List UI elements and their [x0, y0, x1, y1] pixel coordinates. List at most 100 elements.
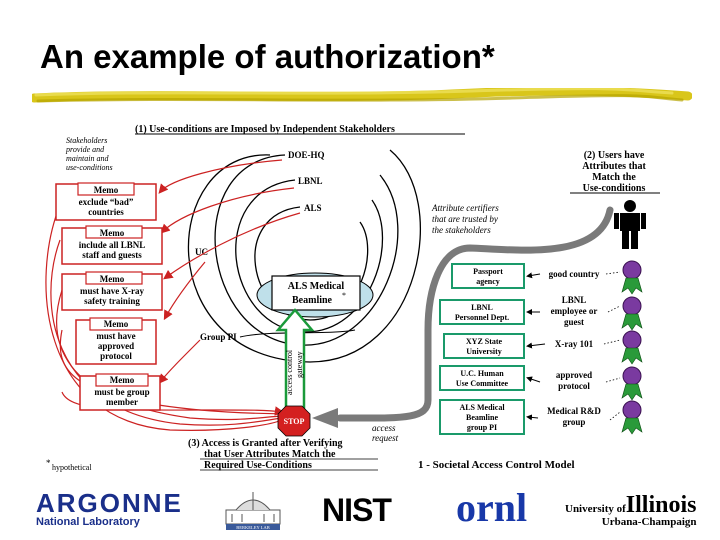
- svg-text:protocol: protocol: [558, 381, 590, 391]
- svg-text:Attributes that: Attributes that: [582, 161, 646, 172]
- heading-users-attributes: (2) Users have Attributes that Match the…: [582, 150, 646, 194]
- group-pi-label: Group PI: [200, 332, 237, 342]
- memo-box: Memo must be group member: [79, 373, 161, 411]
- svg-text:Match the: Match the: [592, 172, 636, 183]
- svg-text:protocol: protocol: [100, 351, 132, 361]
- svg-text:(2) Users have: (2) Users have: [584, 150, 645, 161]
- svg-text:group: group: [563, 417, 586, 427]
- svg-text:Memo: Memo: [100, 228, 125, 238]
- stakeholders-note: Stakeholders provide and maintain and us…: [65, 136, 113, 172]
- svg-text:Memo: Memo: [100, 274, 125, 284]
- svg-text:*: *: [342, 291, 346, 300]
- memo-arrows: [158, 159, 301, 384]
- svg-text:gateway: gateway: [295, 351, 304, 378]
- user-request-path: [336, 206, 614, 422]
- stakeholder-doe: DOE-HQ: [288, 150, 325, 160]
- argonne-logo: ARGONNE National Laboratory: [36, 488, 183, 528]
- svg-text:guest: guest: [564, 317, 584, 327]
- svg-text:LBNL: LBNL: [562, 295, 587, 305]
- svg-text:must have X-ray: must have X-ray: [80, 286, 144, 296]
- svg-text:approved: approved: [98, 341, 134, 351]
- svg-text:BERKELEY LAB: BERKELEY LAB: [236, 525, 269, 530]
- svg-text:provide and: provide and: [65, 145, 105, 154]
- svg-text:Required Use-Conditions: Required Use-Conditions: [204, 460, 312, 471]
- access-control-diagram: (1) Use-conditions are Imposed by Indepe…: [45, 124, 660, 472]
- svg-text:Beamline: Beamline: [466, 413, 498, 422]
- access-control-gateway: access control gateway: [275, 308, 315, 410]
- svg-text:ALS Medical: ALS Medical: [288, 281, 345, 292]
- svg-text:member: member: [106, 397, 138, 407]
- attribute-badge-icon: [621, 260, 643, 295]
- nist-logo: NIST: [322, 492, 392, 528]
- svg-text:Memo: Memo: [110, 375, 135, 385]
- svg-text:X-ray 101: X-ray 101: [555, 339, 594, 349]
- memo-box: Memo exclude “bad” countries: [55, 182, 157, 221]
- svg-text:that are trusted by: that are trusted by: [432, 214, 498, 224]
- berkeley-lab-logo: BERKELEY LAB: [222, 486, 284, 532]
- svg-text:XYZ State: XYZ State: [466, 337, 503, 346]
- svg-text:must have: must have: [96, 331, 135, 341]
- svg-text:University: University: [466, 347, 502, 356]
- attribute-arrows: [526, 272, 546, 421]
- svg-text:must be group: must be group: [94, 387, 149, 397]
- svg-text:access control: access control: [285, 349, 294, 395]
- medal-links: [603, 271, 621, 421]
- stakeholder-als: ALS: [304, 203, 322, 213]
- svg-text:(3) Access is Granted after Ve: (3) Access is Granted after Verifying: [188, 438, 343, 449]
- svg-text:Passport: Passport: [473, 267, 503, 276]
- title-underline-brush: [32, 88, 692, 103]
- svg-text:STOP: STOP: [284, 417, 305, 426]
- certifier-box: ALS Medical Beamline group PI: [439, 399, 525, 435]
- svg-text:group PI: group PI: [467, 423, 497, 432]
- attribute-labels: good country LBNL employee or guest X-ra…: [547, 269, 601, 427]
- stop-sign: STOP: [277, 405, 311, 437]
- heading-use-conditions: (1) Use-conditions are Imposed by Indepe…: [135, 124, 395, 135]
- svg-text:Use Committee: Use Committee: [456, 379, 509, 388]
- certifier-box: XYZ State University: [443, 333, 525, 359]
- sponsor-logos: ARGONNE National Laboratory BERKELEY LAB…: [0, 482, 720, 540]
- svg-text:good country: good country: [549, 269, 600, 279]
- ornl-logo: ornl: [456, 485, 528, 530]
- certifier-box: Passport agency: [451, 263, 525, 289]
- svg-text:ALS Medical: ALS Medical: [459, 403, 505, 412]
- certifier-box: U.C. Human Use Committee: [439, 365, 525, 391]
- svg-text:LBNL: LBNL: [471, 303, 493, 312]
- memo-box: Memo must have approved protocol: [75, 317, 157, 365]
- hypothetical-note: hypothetical: [52, 463, 92, 472]
- svg-text:staff and guests: staff and guests: [82, 250, 142, 260]
- als-medical-beamline-resource: ALS Medical Beamline *: [256, 272, 374, 318]
- certifiers-label: Attribute certifiers that are trusted by…: [431, 203, 499, 235]
- svg-text:countries: countries: [88, 207, 124, 217]
- slide-title: An example of authorization*: [40, 38, 495, 75]
- svg-text:use-conditions: use-conditions: [66, 163, 113, 172]
- svg-text:request: request: [372, 433, 399, 443]
- hypothetical-mark: *: [46, 458, 51, 468]
- svg-text:Beamline: Beamline: [292, 295, 333, 306]
- svg-text:Stakeholders: Stakeholders: [66, 136, 107, 145]
- memo-box: Memo include all LBNL staff and guests: [61, 225, 163, 265]
- memo-box: Memo must have X-ray safety training: [61, 271, 163, 311]
- svg-text:employee or: employee or: [551, 306, 598, 316]
- attribute-badge-icon: [621, 296, 643, 331]
- svg-text:maintain and: maintain and: [66, 154, 109, 163]
- svg-text:Memo: Memo: [94, 185, 119, 195]
- svg-text:approved: approved: [556, 370, 592, 380]
- svg-text:the stakeholders: the stakeholders: [432, 225, 491, 235]
- svg-text:Memo: Memo: [104, 319, 129, 329]
- illinois-logo: University ofIllinois Urbana-Champaign: [565, 492, 697, 528]
- model-caption: 1 - Societal Access Control Model: [418, 459, 575, 471]
- svg-text:include all LBNL: include all LBNL: [79, 240, 146, 250]
- svg-text:U.C. Human: U.C. Human: [460, 369, 504, 378]
- svg-text:Attribute certifiers: Attribute certifiers: [431, 203, 499, 213]
- svg-text:that User Attributes Match the: that User Attributes Match the: [204, 449, 336, 460]
- certifier-box: LBNL Personnel Dept.: [439, 299, 525, 325]
- svg-text:safety training: safety training: [84, 296, 140, 306]
- attribute-badge-icon: [621, 366, 643, 401]
- attribute-badge-icon: [621, 330, 643, 365]
- svg-text:Personnel Dept.: Personnel Dept.: [455, 313, 509, 322]
- svg-text:agency: agency: [476, 277, 500, 286]
- stakeholder-uc: UC: [195, 247, 208, 257]
- svg-text:exclude “bad”: exclude “bad”: [79, 197, 134, 207]
- heading-access-granted: (3) Access is Granted after Verifying th…: [188, 438, 343, 471]
- svg-text:Medical R&D: Medical R&D: [547, 406, 601, 416]
